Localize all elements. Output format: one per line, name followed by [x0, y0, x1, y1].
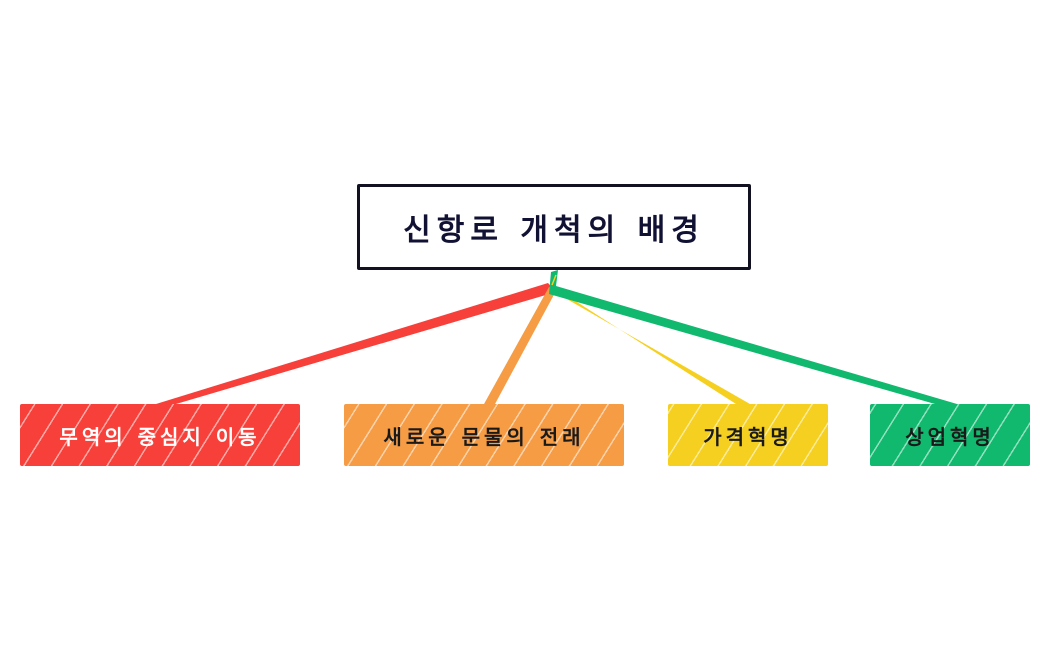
connector-hub-mark [551, 274, 557, 286]
child-node-label: 가격혁명 [703, 424, 793, 449]
child-node-trade-center-shift[interactable]: 무역의 중심지 이동 [20, 404, 300, 466]
child-node-commercial-revolution[interactable]: 상업혁명 [870, 404, 1030, 466]
child-node-label: 무역의 중심지 이동 [59, 424, 261, 449]
child-node-price-revolution[interactable]: 가격혁명 [668, 404, 828, 466]
child-node-label: 상업혁명 [905, 424, 995, 449]
root-node-title: 신항로 개척의 배경 [403, 213, 705, 248]
child-node-new-culture[interactable]: 새로운 문물의 전래 [344, 404, 624, 466]
connector-green [549, 270, 957, 404]
child-node-label: 새로운 문물의 전래 [383, 424, 585, 449]
connector-orange [484, 287, 556, 404]
connector-red [156, 283, 556, 404]
root-node[interactable]: 신항로 개척의 배경 [357, 184, 751, 270]
connector-yellow [552, 286, 750, 404]
